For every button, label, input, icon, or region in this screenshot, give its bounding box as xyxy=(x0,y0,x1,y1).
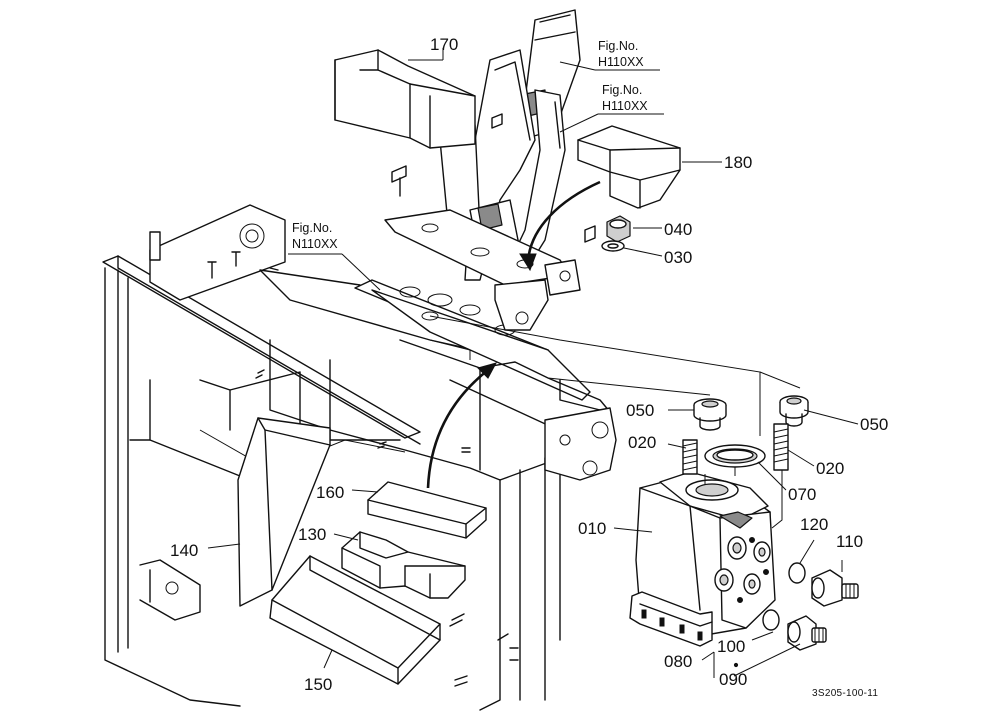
part-030-washer xyxy=(601,240,625,252)
part-110-fitting xyxy=(811,569,859,607)
figref-1-line2: H110XX xyxy=(598,55,644,69)
drawing-code: 3S205-100-11 xyxy=(812,688,878,699)
part-090-fitting xyxy=(787,615,827,651)
label-100: 100 xyxy=(717,637,745,656)
label-140: 140 xyxy=(170,541,198,560)
label-160: 160 xyxy=(316,483,344,502)
label-090: 090 xyxy=(719,670,747,689)
part-130-block xyxy=(341,531,466,599)
frame-bolts xyxy=(207,251,519,687)
label-130: 130 xyxy=(298,525,326,544)
label-070: 070 xyxy=(788,485,816,504)
label-050-right: 050 xyxy=(860,415,888,434)
figref-3-line1: Fig.No. xyxy=(292,221,332,235)
part-050-plug-left xyxy=(693,398,727,431)
figref-1-line1: Fig.No. xyxy=(598,39,638,53)
part-160-block xyxy=(367,481,487,539)
steering-column xyxy=(384,9,581,331)
part-labels: 170 180 040 030 050 050 020 020 070 010 … xyxy=(170,35,888,699)
frame-assembly xyxy=(102,204,617,711)
part-020-stud-right xyxy=(773,423,789,471)
figref-2-line2: H110XX xyxy=(602,99,648,113)
part-020-stud-left xyxy=(682,439,698,475)
part-050-plug-right xyxy=(779,395,809,427)
label-010: 010 xyxy=(578,519,606,538)
label-180: 180 xyxy=(724,153,752,172)
part-170-foam-block xyxy=(334,49,476,149)
leader-lines xyxy=(207,48,859,678)
part-040-nut xyxy=(606,215,631,243)
part-150-block xyxy=(269,555,441,685)
label-110: 110 xyxy=(836,532,863,551)
label-150: 150 xyxy=(304,675,332,694)
figref-2-line1: Fig.No. xyxy=(602,83,642,97)
part-180-foam-block xyxy=(577,125,681,209)
part-120-oring xyxy=(788,562,806,584)
part-010-steering-valve xyxy=(629,471,776,647)
label-040: 040 xyxy=(664,220,692,239)
label-020-left: 020 xyxy=(628,433,656,452)
label-020-right: 020 xyxy=(816,459,844,478)
part-100-oring xyxy=(762,609,780,631)
part-140-panel xyxy=(237,417,331,607)
figref-3-line2: N110XX xyxy=(292,237,338,251)
label-030: 030 xyxy=(664,248,692,267)
label-170: 170 xyxy=(430,35,458,54)
label-120: 120 xyxy=(800,515,828,534)
part-070-oring xyxy=(704,444,766,468)
label-050-left: 050 xyxy=(626,401,654,420)
label-080: 080 xyxy=(664,652,692,671)
